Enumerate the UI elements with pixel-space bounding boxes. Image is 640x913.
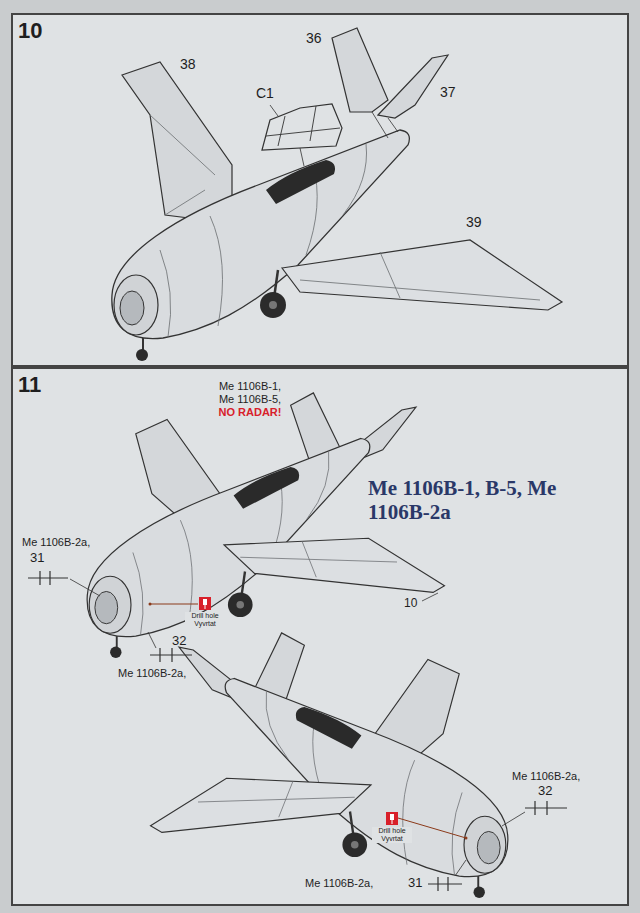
callout-number: 36 [306,30,322,46]
variant-heading: Me 1106B-1, B-5, Me 1106B-2a [368,476,583,524]
callout-number: 39 [466,214,482,230]
antenna-symbol [28,571,567,891]
assembled-aircraft [87,393,444,658]
callout-number: 32 [538,784,552,799]
fuselage [112,130,410,361]
variant-note: Me 1106B-2a, [118,667,186,680]
variant-note: Me 1106B-1, [219,380,281,393]
variant-note: Me 1106B-2a, [512,770,580,783]
assembled-aircraft [150,633,507,898]
callout-number: 10 [404,597,417,611]
callout-number: 32 [172,634,186,649]
drill-note: Drill hole Vyvrtat [185,612,225,628]
step-panel [12,368,628,905]
callout-number: 31 [30,551,44,566]
variant-note: Me 1106B-2a, [22,536,90,549]
drill-note: Drill hole Vyvrtat [372,827,412,843]
step-number: 10 [18,18,42,43]
callout-number: 38 [180,56,196,72]
exploded-parts [112,28,562,361]
callout-number: 37 [440,84,456,100]
step-panel [12,14,628,366]
part-number: C1 [256,85,274,101]
drill-icon [149,597,468,840]
variant-note: Me 1106B-2a, [305,877,373,890]
variant-note: Me 1106B-5, [219,393,281,406]
callout-number: 31 [408,876,422,891]
step-number: 11 [18,372,41,397]
warning-note: NO RADAR! [219,406,282,419]
